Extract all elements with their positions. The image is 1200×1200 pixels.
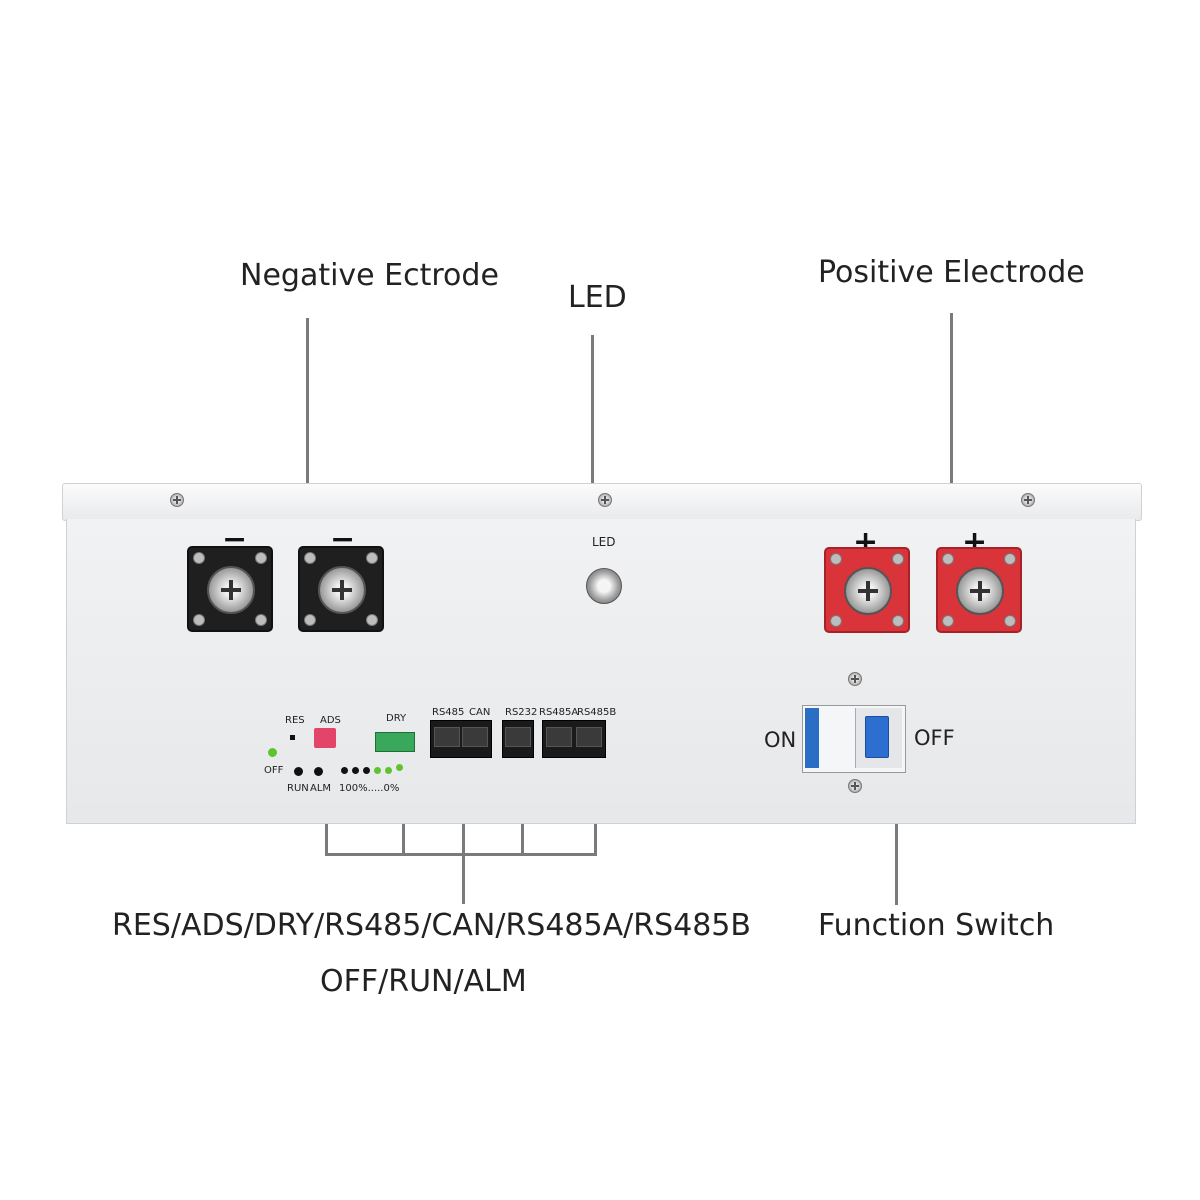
bolt-icon (956, 567, 1004, 615)
screw-icon (848, 672, 862, 686)
rs485-label: RS485 (432, 707, 465, 718)
positive-electrode-callout: Positive Electrode (818, 255, 1085, 290)
function-switch-breaker[interactable] (802, 705, 906, 773)
negative-leader-line (306, 318, 309, 540)
soc-led (374, 767, 381, 774)
soc-led (363, 767, 370, 774)
bolt-icon (844, 567, 892, 615)
alm-label: ALM (310, 783, 332, 794)
res-label: RES (285, 715, 305, 726)
positive-terminal-2 (936, 547, 1022, 633)
rs232-label: RS232 (505, 707, 538, 718)
interfaces-callout: RES/ADS/DRY/RS485/CAN/RS485A/RS485B (112, 908, 751, 943)
run-indicator-led (294, 767, 303, 776)
can-label: CAN (469, 707, 491, 718)
soc-led (385, 767, 392, 774)
positive-leader-line (950, 313, 953, 537)
positive-terminal-1 (824, 547, 910, 633)
screw-icon (598, 493, 612, 507)
soc-led (396, 764, 403, 771)
interfaces-bracket-stem (462, 768, 465, 904)
dry-label: DRY (386, 713, 407, 724)
switch-off-label: OFF (914, 726, 955, 750)
ads-label: ADS (320, 715, 341, 726)
breaker-toggle[interactable] (865, 716, 889, 758)
rs485a-rs485b-port[interactable] (542, 720, 606, 758)
function-switch-callout: Function Switch (818, 908, 1055, 943)
led-leader-line (591, 335, 594, 525)
run-label: RUN (287, 783, 309, 794)
switch-leader-line (895, 775, 898, 905)
rs485b-label: RS485B (577, 707, 617, 718)
breaker-brand-strip (805, 708, 819, 768)
negative-electrode-callout: Negative Ectrode (240, 258, 499, 293)
rs485a-label: RS485A (539, 707, 579, 718)
interfaces-bracket-bottom (325, 853, 597, 856)
rs485-can-port[interactable] (430, 720, 492, 758)
off-indicator-led (268, 748, 277, 757)
led-indicator-button[interactable] (586, 568, 622, 604)
soc-label: 100%.....0% (339, 783, 400, 794)
screw-icon (170, 493, 184, 507)
alm-indicator-led (314, 767, 323, 776)
negative-terminal-2 (298, 546, 384, 632)
screw-icon (1021, 493, 1035, 507)
bolt-icon (318, 566, 366, 614)
led-panel-label: LED (592, 535, 616, 549)
bolt-icon (207, 566, 255, 614)
indicators-callout: OFF/RUN/ALM (320, 964, 527, 999)
res-button[interactable] (290, 735, 295, 740)
negative-terminal-1 (187, 546, 273, 632)
soc-led (341, 767, 348, 774)
switch-on-label: ON (764, 728, 797, 752)
rs232-port[interactable] (502, 720, 534, 758)
led-callout: LED (568, 280, 627, 315)
screw-icon (848, 779, 862, 793)
dry-contact-terminal (375, 732, 415, 752)
ads-dip-switch[interactable] (314, 728, 336, 748)
off-label: OFF (264, 765, 284, 776)
soc-led (352, 767, 359, 774)
